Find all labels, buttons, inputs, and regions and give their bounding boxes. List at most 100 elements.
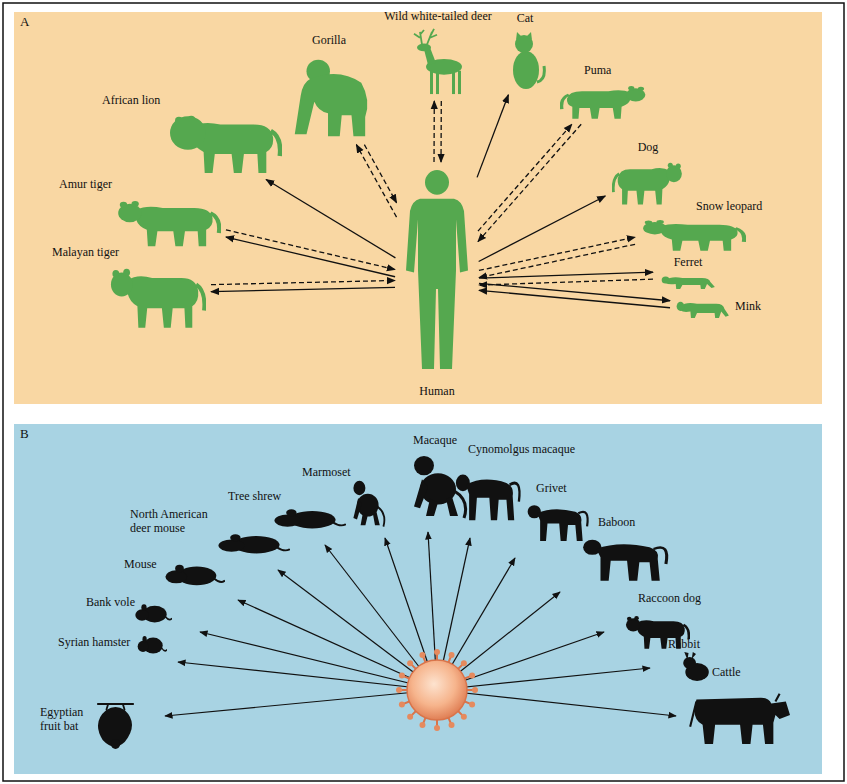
arrow xyxy=(437,668,650,690)
ferret-silhouette xyxy=(662,277,715,290)
virus-spike-tip xyxy=(449,722,455,728)
animal-label: Rabbit xyxy=(668,638,700,652)
dog-silhouette xyxy=(613,163,682,205)
lion-silhouette xyxy=(170,116,280,173)
solid-arrow xyxy=(477,95,508,178)
animal-node: Amur tiger xyxy=(55,176,223,250)
animal-node: Cat xyxy=(500,10,550,92)
mouse-silhouette xyxy=(165,565,225,586)
virus-spike-tip xyxy=(449,652,455,658)
animal-label: Tree shrew xyxy=(228,490,281,504)
animal-label: Mouse xyxy=(124,558,157,572)
animal-label: Syrian hamster xyxy=(58,636,130,650)
animal-node: Syrian hamster xyxy=(58,628,170,658)
arrow xyxy=(178,662,437,690)
animal-label: Cattle xyxy=(712,666,741,680)
malayan-tiger-silhouette xyxy=(111,269,204,328)
vole-silhouette xyxy=(135,604,172,622)
panel-a-silhouettes xyxy=(111,29,744,369)
arrow xyxy=(238,600,437,690)
grivet-silhouette xyxy=(528,505,588,541)
panel-letter: A xyxy=(20,15,29,30)
animal-label: Malayan tiger xyxy=(52,246,119,260)
animal-label: Cynomolgus macaque xyxy=(468,443,575,457)
dashed-arrow xyxy=(226,230,395,270)
virus-spike-tip xyxy=(434,725,440,731)
dashed-arrow xyxy=(364,145,396,203)
deer-mouse-silhouette xyxy=(219,534,291,553)
animal-node: African lion xyxy=(100,92,285,178)
panel-letter: B xyxy=(20,427,29,442)
mink-silhouette xyxy=(677,302,729,318)
virus-spike-tip xyxy=(472,687,478,693)
animal-label: Mink xyxy=(735,300,761,314)
virus-spike-tip xyxy=(434,649,440,655)
virus-body xyxy=(407,660,467,720)
bat-silhouette xyxy=(97,704,134,749)
animal-node: Bank vole xyxy=(86,594,174,628)
animal-label: Dog xyxy=(638,141,659,155)
panel-b-ground xyxy=(14,424,822,774)
animal-node: Tree shrew xyxy=(224,490,348,532)
animal-node: Grivet xyxy=(522,482,594,546)
gorilla-silhouette xyxy=(295,60,368,136)
amur-tiger-silhouette xyxy=(118,201,219,246)
dashed-arrow xyxy=(478,124,572,231)
outer-frame xyxy=(3,3,844,781)
animal-label: Cat xyxy=(517,12,534,26)
virus-spike-tip xyxy=(469,702,475,708)
animal-node: Baboon xyxy=(576,516,672,586)
panel-band: A Malayan tigerAmur tiger African lion Gori… xyxy=(14,12,822,404)
animal-node: Egyptian fruit bat xyxy=(40,700,150,752)
animal-node: Snow leopard xyxy=(638,200,765,253)
animal-label: Gorilla xyxy=(312,34,346,48)
snow-leopard-silhouette xyxy=(643,220,744,251)
virus-illustration xyxy=(396,649,478,731)
virus-spike-tip xyxy=(461,660,467,666)
animal-node: Wild white-tailed deer xyxy=(378,8,498,98)
virus-spike-tip xyxy=(407,714,413,720)
virus-spike-tip xyxy=(396,687,402,693)
animal-label: Baboon xyxy=(598,516,635,530)
virus-spike-tip xyxy=(461,714,467,720)
animal-node: Cattle xyxy=(684,666,796,748)
arrow xyxy=(200,632,437,690)
animal-node: Macaque xyxy=(396,432,474,522)
puma-silhouette xyxy=(561,86,645,119)
animal-label: Human xyxy=(419,385,454,399)
virus-spike-tip xyxy=(407,660,413,666)
animal-node: Puma xyxy=(558,64,650,122)
dashed-arrow xyxy=(479,244,635,277)
panel-band: B Egyptian fruit bat Syrian hamster Bank vo… xyxy=(14,424,822,774)
animal-label: Macaque xyxy=(413,434,457,448)
animal-label: North American deer mouse xyxy=(130,508,226,536)
animal-label: Ferret xyxy=(674,256,703,270)
solid-arrow xyxy=(479,290,670,307)
dashed-arrow xyxy=(440,101,442,162)
animal-label: Grivet xyxy=(536,482,567,496)
deer-silhouette xyxy=(414,29,462,94)
animal-node: Mink xyxy=(673,294,771,324)
cat-silhouette xyxy=(513,32,544,89)
dashed-arrow xyxy=(478,124,581,241)
dashed-arrow xyxy=(433,101,435,162)
animal-label: Snow leopard xyxy=(696,200,762,214)
animal-node: Marmoset xyxy=(298,466,390,530)
dashed-arrow xyxy=(479,237,635,270)
animal-label: African lion xyxy=(102,94,160,108)
arrow xyxy=(437,690,676,716)
dashed-arrow xyxy=(479,279,653,285)
solid-arrow xyxy=(479,272,653,278)
solid-arrow xyxy=(266,180,395,258)
dashed-arrow xyxy=(356,145,396,218)
tree-shrew-silhouette xyxy=(275,509,347,528)
virus-spike-tip xyxy=(399,672,405,678)
animal-node: Dog xyxy=(608,141,688,207)
virus-spike-tip xyxy=(399,702,405,708)
animal-label: Egyptian fruit bat xyxy=(40,706,98,734)
animal-node: Gorilla xyxy=(283,34,375,142)
solid-arrow xyxy=(211,287,395,291)
animal-node: North American deer mouse xyxy=(130,508,294,558)
dashed-arrow xyxy=(211,280,395,284)
